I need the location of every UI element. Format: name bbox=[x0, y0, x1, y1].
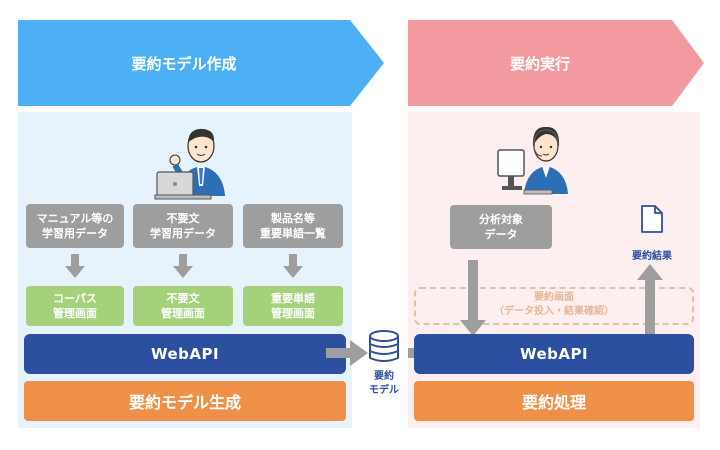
right-vertical-arrows bbox=[460, 260, 663, 336]
analysis-data-box: 分析対象 データ bbox=[450, 205, 552, 249]
summary-processing-box: 要約処理 bbox=[414, 381, 694, 421]
document-icon bbox=[641, 205, 663, 233]
unnecessary-sentence-data-box: 不要文 学習用データ bbox=[133, 204, 233, 248]
summary-result-label: 要約結果 bbox=[632, 251, 672, 262]
summary-screen-label: 要約画面 （データ投入・結果確認） bbox=[494, 292, 614, 317]
summary-screen-dashed-box bbox=[414, 287, 694, 325]
person-monitor-illustration bbox=[497, 126, 568, 195]
header-left-chevron bbox=[18, 20, 704, 106]
model-generation-box: 要約モデル生成 bbox=[24, 381, 346, 421]
unnecessary-sentence-management-screen: 不要文 管理画面 bbox=[133, 286, 233, 326]
webapi-bar-left: WebAPI bbox=[24, 334, 346, 374]
header-left-title: 要約モデル作成 bbox=[131, 55, 237, 73]
database-icon bbox=[369, 330, 399, 362]
important-words-box: 製品名等 重要単語一覧 bbox=[243, 204, 343, 248]
webapi-bar-right: WebAPI bbox=[414, 334, 694, 374]
person-laptop-illustration bbox=[154, 128, 225, 200]
header-right-title: 要約実行 bbox=[509, 55, 570, 73]
important-word-management-screen: 重要単語 管理画面 bbox=[243, 286, 343, 326]
summary-model-label: 要約 モデル bbox=[369, 371, 399, 396]
down-arrows-left bbox=[65, 254, 303, 278]
corpus-management-screen: コーパス 管理画面 bbox=[26, 286, 124, 326]
training-data-box: マニュアル等の 学習用データ bbox=[26, 204, 124, 248]
